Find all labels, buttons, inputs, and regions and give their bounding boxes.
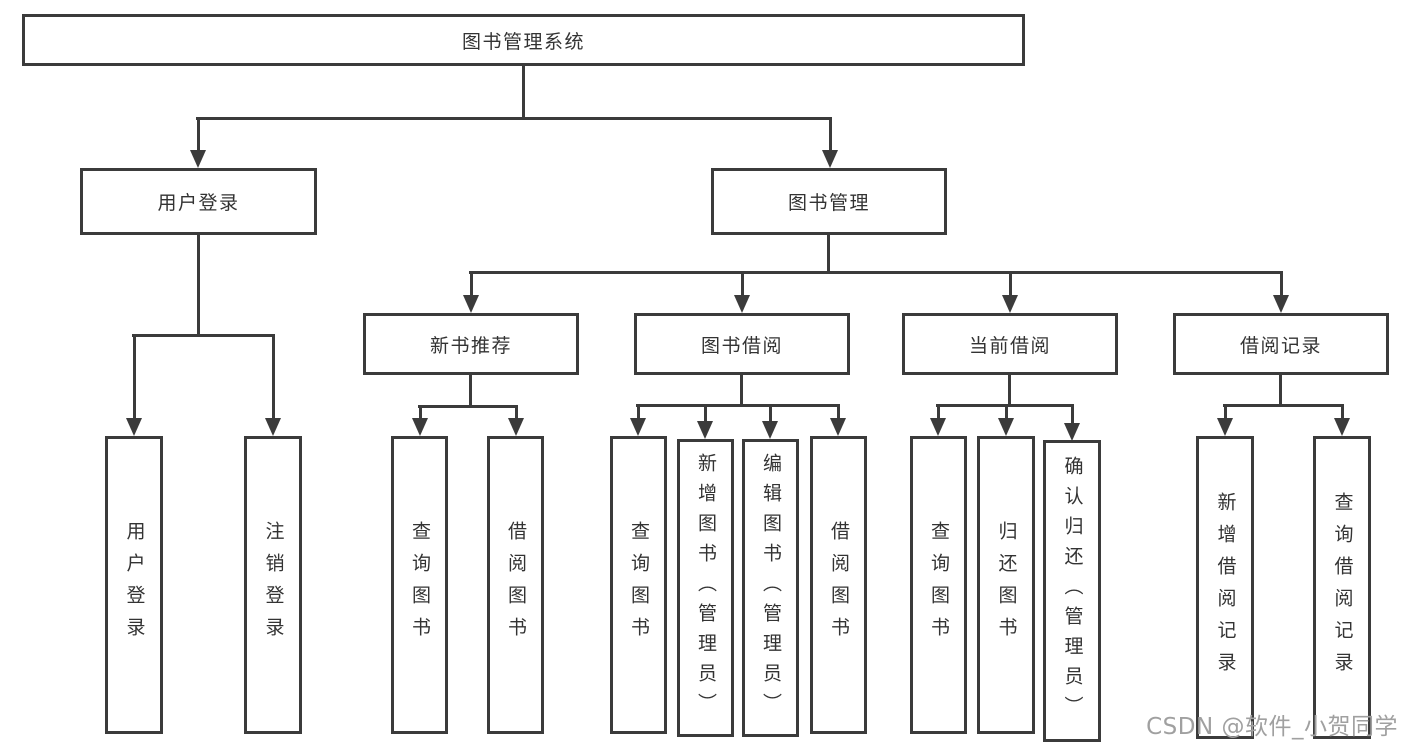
node-label: 确认归还（管理员） xyxy=(1061,456,1084,726)
node-label: 借阅图书 xyxy=(505,521,527,649)
node-label: 借阅图书 xyxy=(828,521,850,649)
watermark-text: CSDN @软件_小贺同学 xyxy=(1146,714,1398,740)
node-label: 图书管理系统 xyxy=(461,30,585,53)
leaf-user-login: 用户登录 xyxy=(105,436,163,734)
leaf-borrow-books-newbook: 借阅图书 xyxy=(487,436,544,734)
node-label: 查询图书 xyxy=(928,521,950,649)
connector-line xyxy=(522,66,525,117)
connector-arrow-down xyxy=(1064,404,1080,441)
connector-line xyxy=(418,405,518,408)
node-label: 图书借阅 xyxy=(700,334,783,357)
node-root: 图书管理系统 xyxy=(22,14,1025,66)
connector-line xyxy=(740,375,743,404)
connector-line xyxy=(1008,375,1011,404)
connector-arrow-down xyxy=(1217,404,1233,436)
connector-arrow-down xyxy=(998,404,1014,436)
leaf-add-book-admin: 新增图书（管理员） xyxy=(677,439,734,737)
connector-line xyxy=(132,334,275,337)
leaf-borrow-books-borrowing: 借阅图书 xyxy=(810,436,867,734)
node-borrowing-records: 借阅记录 xyxy=(1173,313,1389,375)
node-book-borrowing: 图书借阅 xyxy=(634,313,850,375)
connector-line xyxy=(1223,404,1344,407)
connector-arrow-down xyxy=(412,405,428,436)
connector-line xyxy=(469,271,1283,274)
node-book-management: 图书管理 xyxy=(711,168,947,235)
leaf-logout: 注销登录 xyxy=(244,436,302,734)
connector-line xyxy=(469,375,472,405)
connector-arrow-down xyxy=(1002,271,1018,313)
node-label: 新书推荐 xyxy=(429,334,512,357)
connector-arrow-down xyxy=(822,117,838,168)
node-label: 新增图书（管理员） xyxy=(695,453,717,723)
leaf-query-books-newbook: 查询图书 xyxy=(391,436,448,734)
node-new-book-recommend: 新书推荐 xyxy=(363,313,579,375)
connector-line xyxy=(827,235,830,271)
connector-arrow-down xyxy=(126,334,142,436)
node-current-borrowing: 当前借阅 xyxy=(902,313,1118,375)
connector-arrow-down xyxy=(463,271,479,313)
node-label: 编辑图书（管理员） xyxy=(760,453,782,723)
node-label: 查询图书 xyxy=(409,521,431,649)
connector-arrow-down xyxy=(190,117,206,168)
connector-arrow-down xyxy=(697,404,713,439)
connector-line xyxy=(1279,375,1282,404)
leaf-add-borrow-record: 新增借阅记录 xyxy=(1196,436,1254,739)
leaf-query-borrow-record: 查询借阅记录 xyxy=(1313,436,1371,739)
connector-arrow-down xyxy=(630,404,646,436)
leaf-confirm-return-admin: 确认归还（管理员） xyxy=(1043,440,1101,742)
node-user-login: 用户登录 xyxy=(80,168,317,235)
connector-line xyxy=(196,117,832,120)
node-label: 查询借阅记录 xyxy=(1331,491,1354,684)
node-label: 归还图书 xyxy=(995,521,1018,649)
connector-arrow-down xyxy=(734,271,750,313)
connector-line xyxy=(197,235,200,334)
node-label: 图书管理 xyxy=(787,192,870,214)
connector-arrow-down xyxy=(508,405,524,436)
connector-arrow-down xyxy=(830,404,846,436)
leaf-return-books: 归还图书 xyxy=(977,436,1035,734)
connector-line xyxy=(636,404,840,407)
connector-arrow-down xyxy=(1273,271,1289,313)
node-label: 新增借阅记录 xyxy=(1214,491,1237,684)
connector-arrow-down xyxy=(930,404,946,436)
connector-arrow-down xyxy=(1334,404,1350,436)
connector-arrow-down xyxy=(762,404,778,439)
leaf-edit-book-admin: 编辑图书（管理员） xyxy=(742,439,799,737)
node-label: 借阅记录 xyxy=(1239,334,1322,357)
leaf-query-books-current: 查询图书 xyxy=(910,436,967,734)
node-label: 用户登录 xyxy=(157,192,240,214)
connector-arrow-down xyxy=(265,334,281,436)
node-label: 注销登录 xyxy=(262,521,285,649)
leaf-query-books-borrowing: 查询图书 xyxy=(610,436,667,734)
node-label: 查询图书 xyxy=(628,521,650,649)
node-label: 当前借阅 xyxy=(968,334,1051,357)
node-label: 用户登录 xyxy=(123,521,146,649)
